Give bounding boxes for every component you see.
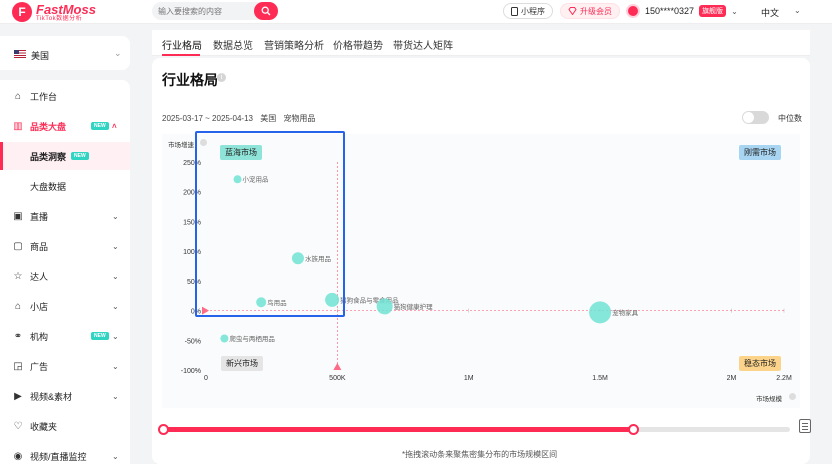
language-selector[interactable]: 中文 [761, 8, 780, 18]
user-phone: 150****0327 [645, 6, 695, 16]
range-slider-handle-high[interactable] [628, 424, 640, 435]
product-icon: ▢ [13, 240, 23, 252]
date-range: 2025-03-17 ~ 2025-04-13 [162, 114, 253, 123]
range-slider-fill [163, 427, 634, 432]
chevron-down-icon: ⌄ [731, 6, 738, 16]
chart-area [162, 134, 800, 408]
sidebar-menu: ⌂ 工作台 ▥ 品类大盘 NEW ˄ 品类洞察 NEW 大盘数据 ▣ 直播 ⌄ … [0, 80, 130, 464]
sidebar-item-category-insight[interactable]: 品类洞察 NEW [0, 142, 130, 170]
new-badge: NEW [91, 122, 109, 130]
sidebar-item-live[interactable]: ▣ 直播 ⌄ [13, 210, 119, 222]
median-toggle[interactable] [742, 111, 769, 124]
sidebar-item-market-data[interactable]: 大盘数据 [0, 172, 130, 200]
sidebar-item-monitor[interactable]: ◉ 视频/直播监控 ⌄ [13, 450, 119, 462]
country-selector[interactable]: 美国 ⌄ [0, 36, 130, 70]
filter-summary: 2025-03-17 ~ 2025-04-13 美国 宠物用品 [162, 113, 320, 124]
sidebar-item-favorites[interactable]: ♡ 收藏夹 [13, 420, 58, 432]
median-toggle-label: 中位数 [778, 114, 802, 123]
sidebar-item-shops[interactable]: ⌂ 小店 ⌄ [0, 292, 130, 320]
tab-data-overview[interactable]: 数据总览 [213, 41, 253, 52]
mini-program-label: 小程序 [521, 6, 545, 16]
quadrant-stable: 稳态市场 [739, 356, 781, 371]
upgrade-label: 升级会员 [580, 6, 612, 16]
chart-icon: ▥ [13, 120, 23, 132]
sidebar-item-agencies[interactable]: ⚭ 机构 NEW ⌄ [13, 330, 119, 342]
search-box [152, 2, 278, 20]
sidebar-item-influencers[interactable]: ☆ 达人 ⌄ [13, 270, 119, 282]
agency-icon: ⚭ [13, 330, 23, 342]
monitor-icon: ◉ [13, 450, 23, 462]
tab-bar: 行业格局 数据总览 营销策略分析 价格带趋势 带货达人矩阵 [152, 30, 810, 56]
tab-price-trend[interactable]: 价格带趋势 [333, 41, 383, 52]
search-button[interactable] [254, 2, 278, 20]
chevron-down-icon: ⌄ [112, 271, 119, 281]
info-icon[interactable] [789, 393, 796, 400]
region-label: 美国 [260, 114, 277, 123]
quadrant-rigid-demand: 刚需市场 [739, 145, 781, 160]
chevron-up-icon: ˄ [112, 121, 117, 131]
info-icon[interactable] [200, 139, 207, 146]
diamond-icon [568, 7, 577, 15]
phone-icon [511, 6, 518, 16]
live-icon: ▣ [13, 210, 23, 222]
user-menu[interactable]: 150****0327 旗舰版 ⌄ [626, 4, 738, 18]
influencer-icon: ☆ [13, 270, 23, 282]
tab-industry-landscape[interactable]: 行业格局 [162, 41, 202, 52]
new-badge: NEW [71, 152, 89, 160]
range-slider-handle-low[interactable] [158, 424, 169, 435]
quadrant-blue-ocean: 蓝海市场 [220, 145, 262, 160]
chevron-down-icon: ⌄ [112, 361, 119, 371]
chevron-down-icon: ⌄ [112, 301, 119, 311]
chevron-down-icon: ⌄ [114, 48, 122, 58]
quadrant-emerging: 新兴市场 [221, 356, 263, 371]
logo-icon: F [12, 2, 32, 22]
home-icon: ⌂ [14, 90, 22, 102]
chevron-down-icon: ⌄ [112, 451, 119, 461]
chevron-down-icon: ⌄ [112, 391, 119, 401]
tab-influencer-matrix[interactable]: 带货达人矩阵 [393, 41, 453, 52]
sidebar-item-workbench[interactable]: ⌂ 工作台 [0, 82, 130, 110]
highlight-box [195, 131, 345, 317]
shop-icon: ⌂ [14, 300, 22, 312]
favorite-icon: ♡ [13, 420, 23, 432]
top-bar: F FastMoss TikTok数据分析 小程序 升级会员 150****03… [0, 0, 832, 24]
new-badge: NEW [91, 332, 109, 340]
chevron-down-icon: ⌄ [112, 241, 119, 251]
logo[interactable]: F FastMoss TikTok数据分析 [12, 2, 96, 22]
country-label: 美国 [31, 51, 50, 61]
sidebar: 美国 ⌄ ⌂ 工作台 ▥ 品类大盘 NEW ˄ 品类洞察 NEW 大盘数据 ▣ … [0, 32, 130, 464]
sidebar-item-category-market[interactable]: ▥ 品类大盘 NEW ˄ [13, 120, 117, 132]
chevron-down-icon: ⌄ [112, 331, 119, 341]
search-icon [261, 6, 271, 16]
x-axis-label: 市场规模 [756, 396, 782, 403]
mini-program-button[interactable]: 小程序 [503, 3, 553, 19]
logo-subtitle: TikTok数据分析 [36, 15, 83, 22]
tab-marketing-strategy[interactable]: 营销策略分析 [264, 41, 324, 52]
avatar [626, 4, 640, 18]
list-icon[interactable] [799, 419, 811, 433]
category-label: 宠物用品 [283, 114, 316, 123]
chevron-down-icon: ⌄ [794, 6, 801, 15]
user-plan-badge: 旗舰版 [699, 5, 727, 17]
chevron-down-icon: ⌄ [112, 211, 119, 221]
y-axis-label: 市场增速 [168, 142, 194, 149]
search-input[interactable] [152, 2, 248, 20]
sidebar-item-products[interactable]: ▢ 商品 ⌄ [13, 240, 119, 252]
page-title: 行业格局 [162, 72, 218, 88]
sidebar-item-videos[interactable]: ▶ 视频&素材 ⌄ [0, 382, 130, 410]
sidebar-item-ads[interactable]: ◲ 广告 ⌄ [13, 360, 119, 372]
slider-hint: *拖拽滚动条来聚焦密集分布的市场规模区间 [402, 450, 558, 459]
video-icon: ▶ [14, 390, 22, 402]
us-flag-icon [14, 50, 26, 58]
upgrade-button[interactable]: 升级会员 [560, 3, 620, 19]
info-icon[interactable]: i [217, 73, 226, 82]
ad-icon: ◲ [13, 360, 23, 372]
logo-name: FastMoss [36, 1, 96, 17]
active-tab-indicator [162, 54, 200, 56]
